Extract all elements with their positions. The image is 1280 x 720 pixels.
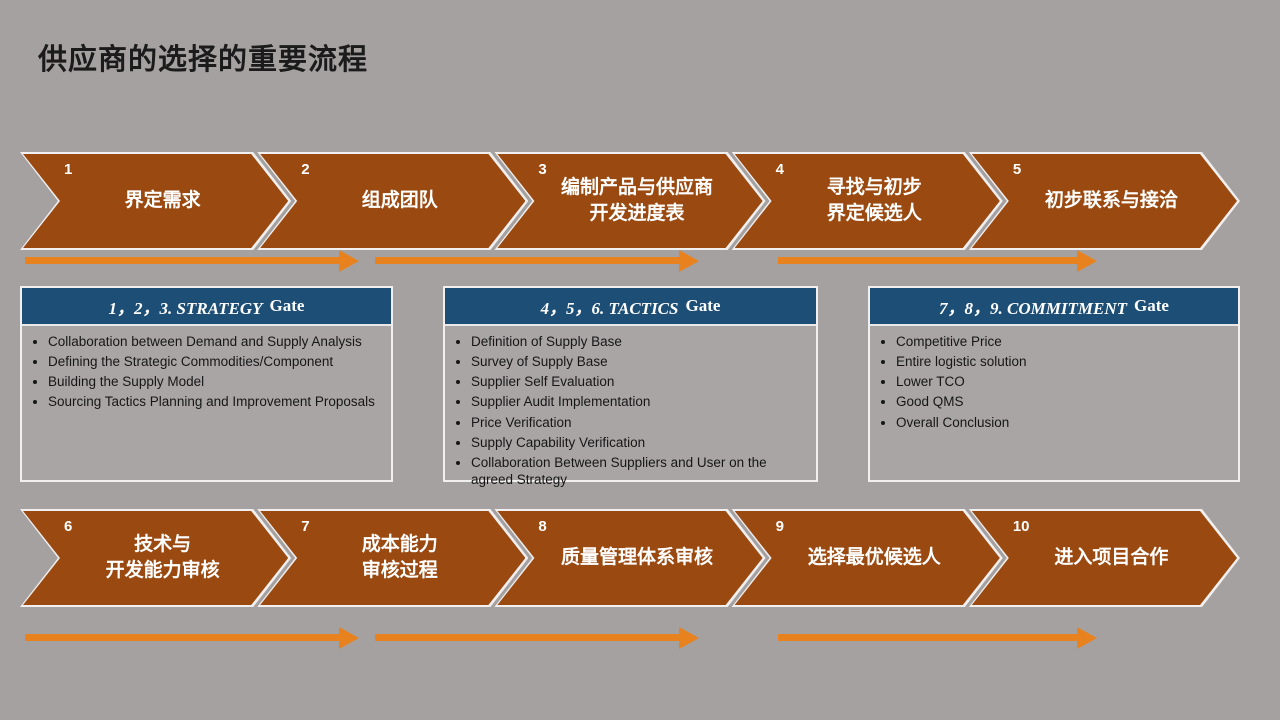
bullet-item: Definition of Supply Base — [471, 333, 812, 350]
flow-arrow — [778, 249, 1097, 272]
bullet-item: Entire logistic solution — [896, 353, 1234, 370]
flow-arrow — [375, 249, 699, 272]
gate-bullet-list: Definition of Supply Base Survey of Supp… — [449, 333, 812, 488]
slide-title: 供应商的选择的重要流程 — [38, 44, 369, 76]
step-number: 8 — [538, 518, 547, 535]
bullet-item: Supplier Audit Implementation — [471, 393, 812, 410]
chevron-shape — [972, 154, 1237, 248]
gate-header: 7，8，9. COMMITMENT Gate — [870, 288, 1238, 326]
gate-box-tactics: 4，5，6. TACTICS Gate Definition of Supply… — [443, 286, 818, 487]
arrowhead-icon — [339, 249, 359, 272]
arrowhead-icon — [1077, 249, 1097, 272]
bullet-item: Overall Conclusion — [896, 414, 1234, 431]
bullet-item: Defining the Strategic Commodities/Compo… — [48, 353, 387, 370]
process-step-7: 7 成本能力 审核过程 — [257, 509, 528, 607]
bullet-item: Building the Supply Model — [48, 373, 387, 390]
gate-title: 1，2，3. STRATEGY — [108, 298, 263, 318]
step-label: 组成团队 — [361, 190, 438, 212]
chevron-shape — [735, 511, 1000, 605]
bullet-item: Collaboration between Demand and Supply … — [48, 333, 387, 350]
gate-header: 1，2，3. STRATEGY Gate — [22, 288, 391, 326]
flow-arrow — [25, 626, 359, 649]
step-number: 9 — [775, 518, 784, 535]
top-process-row: 1 界定需求 2 组成团队 3 编制产品与供应商 开发进度表 4 寻找与初步 界… — [20, 152, 1240, 250]
flow-arrow — [375, 626, 699, 649]
bullet-item: Good QMS — [896, 393, 1234, 410]
process-step-1: 1 界定需求 — [20, 152, 291, 250]
step-number: 3 — [538, 161, 547, 178]
chevron-shape — [23, 511, 288, 605]
bullet-item: Sourcing Tactics Planning and Improvemen… — [48, 393, 387, 410]
step-number: 5 — [1012, 161, 1022, 178]
flow-arrow — [25, 249, 359, 272]
gate-box-commitment: 7，8，9. COMMITMENT Gate Competitive Price… — [868, 286, 1240, 482]
process-step-10: 10 进入项目合作 — [969, 509, 1240, 607]
gate-title-suffix: Gate — [685, 296, 721, 315]
arrowhead-icon — [679, 626, 699, 649]
process-step-9: 9 选择最优候选人 — [732, 509, 1003, 607]
bullet-item: Survey of Supply Base — [471, 353, 812, 370]
bullet-item: Price Verification — [471, 414, 812, 431]
step-label: 质量管理体系审核 — [561, 547, 714, 569]
gate-title-suffix: Gate — [1134, 296, 1169, 315]
process-step-4: 4 寻找与初步 界定候选人 — [732, 152, 1003, 250]
gate-title: 4，5，6. TACTICS — [540, 298, 679, 318]
process-step-5: 5 初步联系与接洽 — [969, 152, 1240, 250]
step-number: 6 — [64, 518, 73, 535]
gate-title-suffix: Gate — [269, 296, 305, 315]
step-number: 1 — [64, 161, 73, 178]
step-label: 选择最优候选人 — [807, 547, 941, 569]
process-step-6: 6 技术与 开发能力审核 — [20, 509, 291, 607]
step-number: 7 — [301, 518, 310, 535]
chevron-shape — [260, 154, 525, 248]
step-number: 10 — [1012, 518, 1030, 535]
chevron-shape — [972, 511, 1237, 605]
chevron-shape — [497, 154, 762, 248]
chevron-shape — [735, 154, 1000, 248]
chevron-shape — [497, 511, 762, 605]
arrowhead-icon — [679, 249, 699, 272]
bottom-process-row: 6 技术与 开发能力审核 7 成本能力 审核过程 8 质量管理体系审核 9 选择… — [20, 509, 1240, 607]
bullet-item: Competitive Price — [896, 333, 1234, 350]
process-step-2: 2 组成团队 — [257, 152, 528, 250]
bullet-item: Supply Capability Verification — [471, 434, 812, 451]
gate-title: 7，8，9. COMMITMENT — [939, 298, 1128, 318]
bullet-item: Supplier Self Evaluation — [471, 373, 812, 390]
chevron-shape — [23, 154, 288, 248]
step-label: 界定需求 — [124, 190, 201, 212]
step-label: 进入项目合作 — [1054, 547, 1169, 569]
process-step-3: 3 编制产品与供应商 开发进度表 — [494, 152, 765, 250]
step-label: 编制产品与供应商 开发进度表 — [561, 177, 714, 224]
process-step-8: 8 质量管理体系审核 — [494, 509, 765, 607]
step-label: 技术与 开发能力审核 — [105, 534, 220, 581]
arrowhead-icon — [1077, 626, 1097, 649]
gate-bullet-list: Collaboration between Demand and Supply … — [26, 333, 387, 411]
step-label: 成本能力 审核过程 — [361, 534, 438, 581]
step-label: 初步联系与接洽 — [1044, 190, 1178, 212]
step-number: 2 — [301, 161, 310, 178]
gate-header: 4，5，6. TACTICS Gate — [445, 288, 816, 326]
flow-arrow — [778, 626, 1097, 649]
bullet-item: Lower TCO — [896, 373, 1234, 390]
step-number: 4 — [775, 161, 784, 178]
arrowhead-icon — [339, 626, 359, 649]
gate-bullet-list: Competitive Price Entire logistic soluti… — [874, 333, 1234, 431]
step-label: 寻找与初步 界定候选人 — [826, 177, 922, 224]
gate-box-strategy: 1，2，3. STRATEGY Gate Collaboration betwe… — [20, 286, 393, 482]
bullet-item: Collaboration Between Suppliers and User… — [471, 454, 812, 488]
chevron-shape — [260, 511, 525, 605]
